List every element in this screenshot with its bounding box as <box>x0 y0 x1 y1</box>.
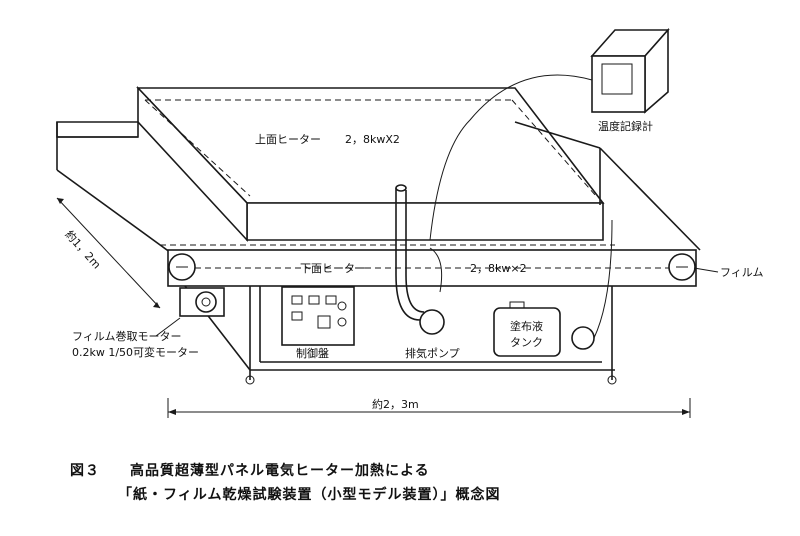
temperature-recorder <box>429 27 670 241</box>
motor-label-line1: フィルム巻取モーター <box>72 330 182 343</box>
film-label: フィルム <box>720 266 764 279</box>
recorder-label: 温度記録計 <box>598 120 653 133</box>
exhaust-pump-label: 排気ポンプ <box>405 347 460 360</box>
caption-line1: 図３ 高品質超薄型パネル電気ヒーター加熱による <box>70 463 430 479</box>
winding-motor <box>179 287 225 317</box>
tank-label-line1: 塗布液 <box>510 320 543 333</box>
lower-heater-label: 下面ヒーター <box>300 262 366 275</box>
lower-heater-power: 2，8kw×2 <box>470 262 527 275</box>
lower-frame <box>184 285 617 385</box>
coating-tank <box>493 219 613 357</box>
dimension-lines <box>56 197 691 418</box>
width-dimension: 約2，3m <box>372 398 419 411</box>
upper-heater-box <box>136 85 605 243</box>
caption-line2: 「紙・フィルム乾燥試験装置（小型モデル装置）」概念図 <box>118 487 501 503</box>
tank-label-line2: タンク <box>510 336 543 349</box>
upper-heater-power: 2，8kwX2 <box>345 133 400 146</box>
motor-label-line2: 0.2kw 1/50可変モーター <box>72 346 200 359</box>
control-panel <box>281 286 355 346</box>
exhaust-system <box>395 184 445 335</box>
leader-lines <box>155 267 719 337</box>
control-panel-label: 制御盤 <box>296 347 329 360</box>
upper-heater-label: 上面ヒーター <box>255 133 321 146</box>
